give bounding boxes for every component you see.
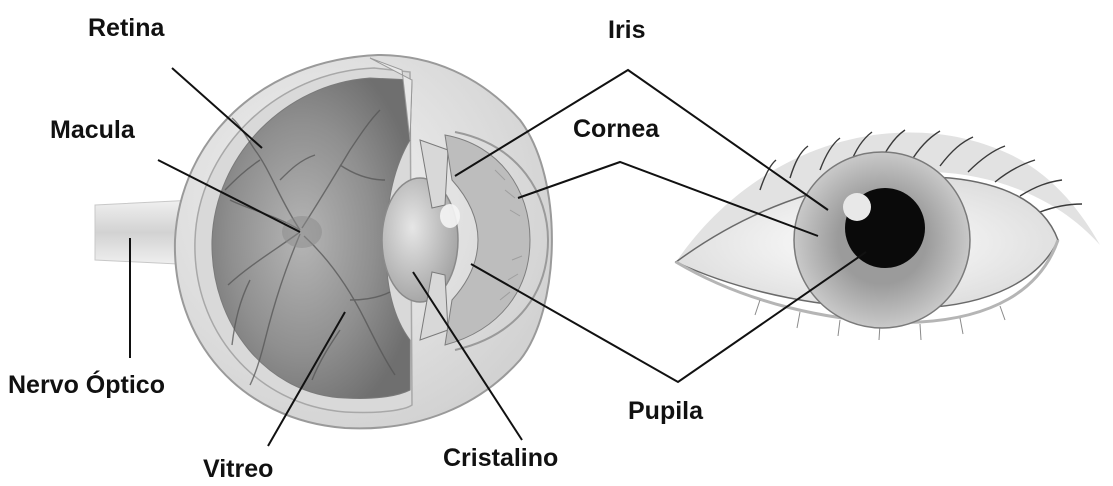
eyeball-cross-section — [175, 55, 552, 428]
eye-front-view — [676, 130, 1100, 340]
label-macula: Macula — [50, 118, 135, 143]
label-pupila: Pupila — [628, 399, 703, 424]
label-nervo-optico: Nervo Óptico — [8, 373, 165, 398]
label-cristalino: Cristalino — [443, 446, 558, 471]
label-vitreo: Vitreo — [203, 457, 273, 482]
label-cornea: Cornea — [573, 117, 659, 142]
label-iris: Iris — [608, 18, 646, 43]
label-retina: Retina — [88, 16, 164, 41]
